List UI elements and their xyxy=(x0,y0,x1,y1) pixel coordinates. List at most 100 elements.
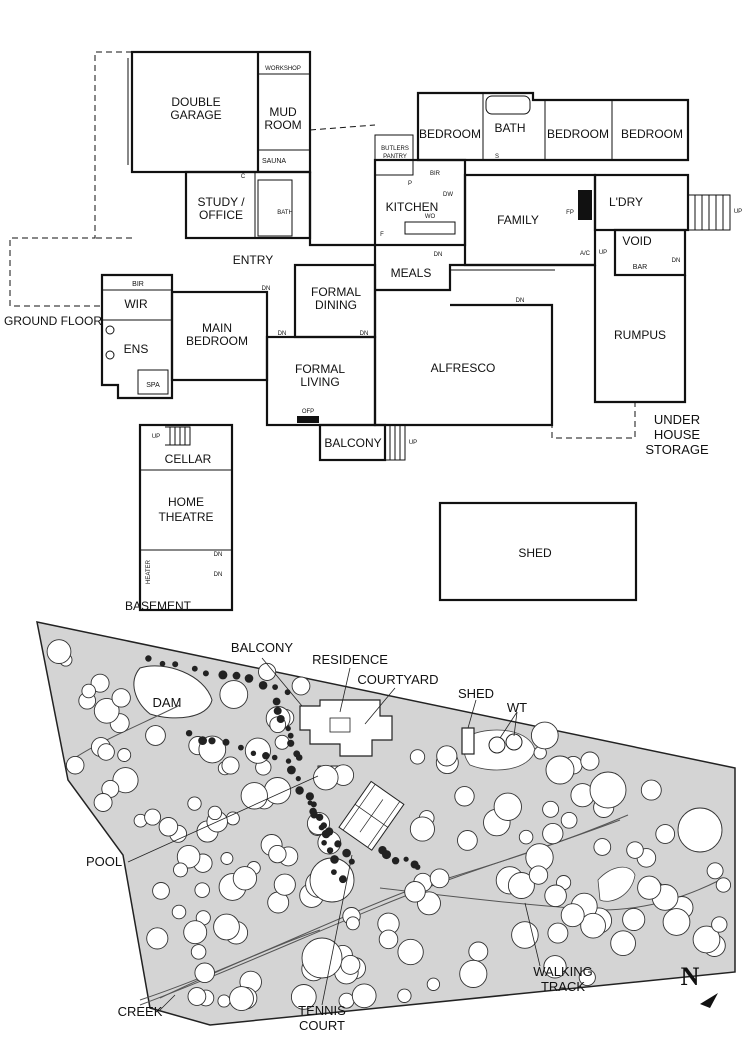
ac-mark: A/C xyxy=(580,251,591,257)
void-walls xyxy=(613,228,687,277)
tree-icon xyxy=(593,838,612,856)
balcony-label: BALCONY xyxy=(324,436,381,450)
tree-icon xyxy=(715,877,732,893)
workshop-label: WORKSHOP xyxy=(265,66,301,72)
family-label: FAMILY xyxy=(497,213,539,227)
fireplace xyxy=(578,190,592,220)
kitchen-label: KITCHEN xyxy=(386,200,439,214)
tree-icon xyxy=(457,830,478,851)
tree-icon xyxy=(378,929,399,950)
tree-icon xyxy=(578,968,596,987)
tree-icon xyxy=(468,941,489,962)
up-mark: UP xyxy=(734,209,742,215)
mud-room-label: MUD xyxy=(269,105,297,119)
shrub-icon xyxy=(271,754,278,761)
under-house-storage-label: UNDER xyxy=(654,412,700,427)
shrub-icon xyxy=(232,671,241,680)
up-mark: UP xyxy=(599,250,607,256)
entry-walls xyxy=(308,172,375,247)
shrub-icon xyxy=(238,744,244,751)
tree-icon xyxy=(90,673,110,693)
tree-icon xyxy=(290,984,317,1010)
tree-icon xyxy=(81,683,96,699)
shrub-icon xyxy=(342,848,351,858)
tree-icon xyxy=(507,872,535,899)
courtyard xyxy=(329,717,351,733)
tree-icon xyxy=(622,907,646,932)
site-plan: BALCONY RESIDENCE COURTYARD DAM SHED WT … xyxy=(36,621,736,1033)
bath-label: BATH xyxy=(494,121,525,135)
site-residence-label: RESIDENCE xyxy=(312,652,388,667)
tree-icon xyxy=(291,676,311,696)
tennis-court xyxy=(338,780,405,851)
north-arrow: N xyxy=(681,962,718,1008)
shrub-icon xyxy=(331,869,337,875)
sauna-label: SAUNA xyxy=(262,158,286,165)
tree-icon xyxy=(692,925,721,954)
shrub-icon xyxy=(287,732,294,739)
site-wt-label: WT xyxy=(507,700,527,715)
ensuite-wing-walls xyxy=(100,273,174,400)
basement-walls xyxy=(138,423,234,612)
under-house-storage-label: HOUSE xyxy=(654,427,701,442)
tree-icon xyxy=(274,734,290,750)
shrub-icon xyxy=(307,800,313,806)
dn-mark: DN xyxy=(672,258,681,264)
tree-icon xyxy=(511,921,539,949)
tree-icon xyxy=(429,868,450,889)
tree-icon xyxy=(711,916,728,933)
tree-icon xyxy=(580,912,606,939)
up-mark: UP xyxy=(409,440,417,446)
tree-icon xyxy=(46,639,72,664)
rumpus-label: RUMPUS xyxy=(614,328,666,342)
tree-icon xyxy=(409,749,426,765)
tree-icon xyxy=(706,862,724,880)
tree-icon xyxy=(187,987,207,1006)
tree-icon xyxy=(225,811,240,826)
site-balcony-label: BALCONY xyxy=(231,640,293,655)
water-tank xyxy=(488,736,506,754)
tree-icon xyxy=(459,959,488,988)
water-tank xyxy=(505,733,523,751)
site-tennis-court-label: TENNIS xyxy=(298,1003,346,1018)
mud-room-label: ROOM xyxy=(264,118,301,132)
home-theatre-label: HOME xyxy=(168,495,204,509)
tree-icon xyxy=(158,817,179,837)
main-bedroom-label: MAIN xyxy=(202,321,232,335)
tree-icon xyxy=(544,884,567,908)
butlers-pantry-label: PANTRY xyxy=(383,154,407,160)
tree-icon xyxy=(268,844,287,864)
spa-tub xyxy=(137,369,169,395)
shrub-icon xyxy=(191,665,198,672)
tree-icon xyxy=(117,748,132,762)
shrub-icon xyxy=(285,758,292,764)
tree-icon xyxy=(397,938,424,966)
tree-icon xyxy=(97,743,115,761)
tree-icon xyxy=(263,777,292,805)
shrub-icon xyxy=(403,856,409,862)
void-label: VOID xyxy=(622,234,652,248)
study-office-label: STUDY / xyxy=(197,195,245,209)
balcony-walls xyxy=(318,423,387,462)
basement-stairs xyxy=(165,426,191,446)
tree-icon xyxy=(530,721,559,750)
large-tree-icon xyxy=(301,937,343,979)
bedroom-label: BEDROOM xyxy=(621,127,683,141)
tree-icon xyxy=(313,764,339,791)
ground-floor-plan: DOUBLE GARAGE WORKSHOP MUD ROOM SAUNA BA… xyxy=(4,50,742,613)
tree-icon xyxy=(146,927,169,950)
leader-lines xyxy=(127,657,541,1011)
tree-icon xyxy=(454,786,475,807)
shrub-icon xyxy=(321,840,327,846)
tree-icon xyxy=(640,779,662,801)
main-bedroom-label: BEDROOM xyxy=(186,334,248,348)
shrub-icon xyxy=(172,661,179,668)
formal-dining-label: FORMAL xyxy=(311,285,361,299)
wir-label: WIR xyxy=(124,297,148,311)
entry-label: ENTRY xyxy=(233,253,273,267)
shrub-icon xyxy=(198,736,208,745)
tree-icon xyxy=(655,824,676,844)
shrub-icon xyxy=(310,811,318,819)
shrub-icon xyxy=(262,752,270,760)
tree-icon xyxy=(111,688,131,708)
